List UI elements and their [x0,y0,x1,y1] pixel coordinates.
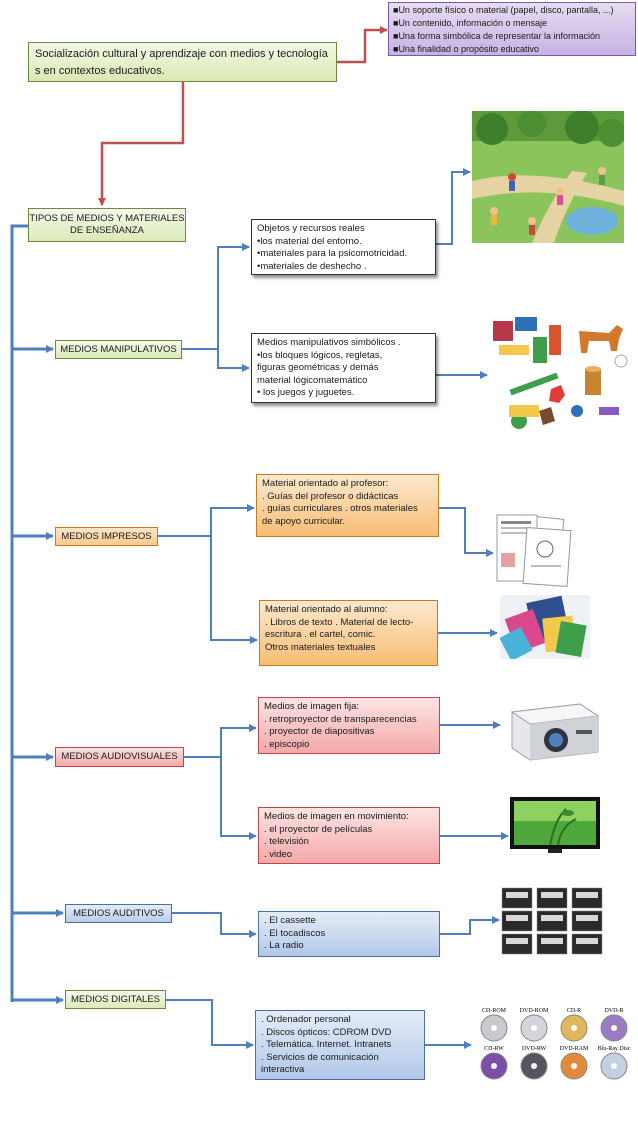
detail-line: Medios de imagen en movimiento: [264,811,409,822]
disc-icon [480,1014,508,1042]
detail-line: . Discos ópticos: CDROM DVD [261,1026,392,1038]
detail-auditivos: . El cassette . El tocadiscos . La radio [258,911,440,957]
category-medios-audiovisuales: MEDIOS AUDIOVISUALES [55,747,184,767]
disc-dvd-r: DVD-R [594,1008,634,1047]
disc-icon [520,1052,548,1080]
detail-line: . video [264,848,292,860]
detail-line: Otros materiales textuales [265,641,376,653]
disc-dvd-rw: DVD-RW [514,1046,554,1085]
detail-material-alumno: Material orientado al alumno: . Libros d… [259,600,438,666]
tipos-line: DE ENSEÑANZA [70,225,144,236]
detail-line: •materiales de deshecho . [257,260,367,272]
manipulative-toys-image [489,311,631,439]
category-medios-digitales: MEDIOS DIGITALES [65,990,166,1009]
detail-line: . guías curriculares . otros materiales [262,503,418,514]
disc-blu-ray: Blu-Ray Disc [594,1046,634,1085]
detail-line: Objetos y recursos reales [257,223,365,234]
cassettes-image [500,886,606,956]
disc-cd-rom: CD-ROM [474,1008,514,1047]
disc-icon [560,1014,588,1042]
disc-icon [520,1014,548,1042]
detail-material-profesor: Material orientado al profesor: . Guías … [256,474,439,537]
disc-cd-r: CD-R [554,1008,594,1047]
title-to-tipos-arrow [98,82,185,206]
disc-icon [600,1052,628,1080]
textbooks-image [500,595,590,659]
title-to-properties-arrow [337,26,388,64]
detail-line: . Servicios de comunicación [261,1051,379,1063]
disc-dvd-rom: DVD-ROM [514,1008,554,1047]
detail-objetos-reales: Objetos y recursos reales •los material … [251,219,436,275]
detail-line: figuras geométricas y demás [257,362,379,373]
detail-line: •los bloques lógicos, regletas, [257,349,383,361]
detail-manipulativos-simbolicos: Medios manipulativos simbólicos . •los b… [251,333,436,403]
detail-line: . Guías del profesor o didácticas [262,490,399,502]
title-line: s en contextos educativos. [35,65,165,77]
detail-line: . proyector de diapositivas [264,726,375,737]
detail-imagen-movimiento: Medios de imagen en movimiento: . el pro… [258,807,440,864]
detail-line: Material orientado al alumno: [265,604,388,615]
park-scene-image [472,111,624,243]
detail-line: • los juegos y juguetes. [257,387,355,398]
property-item: ■Una finalidad o propósito educativo [393,44,540,54]
property-item: ■Una forma simbólica de representar la i… [393,31,601,41]
title-box: Socialización cultural y aprendizaje con… [28,42,337,82]
title-line: Socialización cultural y aprendizaje con… [35,48,328,60]
detail-line: de apoyo curricular. [262,515,345,527]
optical-discs-group: CD-ROM DVD-ROM CD-R DVD-R CD-RW DVD-RW D… [474,1008,638,1086]
property-item: ■Un soporte físico o material (papel, di… [393,5,614,15]
properties-box: ■Un soporte físico o material (papel, di… [388,2,636,56]
overhead-projector-image [510,703,600,761]
detail-line: •los material del entorno. [257,235,362,247]
disc-icon [480,1052,508,1080]
category-medios-auditivos: MEDIOS AUDITIVOS [65,904,172,923]
detail-line: . televisión [264,836,309,847]
detail-line: escritura . el cartel, comic. [265,629,376,640]
category-medios-manipulativos: MEDIOS MANIPULATIVOS [55,340,182,359]
detail-line: . Libros de texto . Material de lecto- [265,616,414,628]
tipos-box: TIPOS DE MEDIOS Y MATERIALES DE ENSEÑANZ… [28,208,186,242]
television-image [510,797,600,853]
disc-icon [560,1052,588,1080]
detail-line: interactiva [261,1064,305,1075]
detail-line: . El cassette [264,915,316,926]
disc-cd-rw: CD-RW [474,1046,514,1085]
disc-icon [600,1014,628,1042]
detail-line: . Ordenador personal [261,1014,351,1025]
detail-line: . episcopio [264,738,310,750]
category-medios-impresos: MEDIOS IMPRESOS [55,527,158,546]
main-trunk-line [10,224,28,1002]
tipos-line: TIPOS DE MEDIOS Y MATERIALES [29,213,185,224]
detail-line: . el proyector de películas [264,823,373,835]
disc-dvd-ram: DVD-RAM [554,1046,594,1085]
property-item: ■Un contenido, información o mensaje [393,18,548,28]
detail-digitales: . Ordenador personal . Discos ópticos: C… [255,1010,425,1080]
detail-line: Medios de imagen fija: [264,701,360,712]
detail-line: material lógicomatemático [257,374,368,386]
detail-imagen-fija: Medios de imagen fija: . retroproyector … [258,697,440,754]
detail-line: Medios manipulativos simbólicos . [257,337,401,348]
detail-line: . Telemática. Internet. Intranets [261,1039,392,1050]
detail-line: . retroproyector de transparecencias [264,713,417,725]
detail-line: . La radio [264,940,304,951]
detail-line: •materiales para la psicomotricidad. [257,248,408,259]
teacher-guides-image [496,514,572,588]
detail-line: . El tocadiscos [264,927,326,939]
detail-line: Material orientado al profesor: [262,478,389,489]
